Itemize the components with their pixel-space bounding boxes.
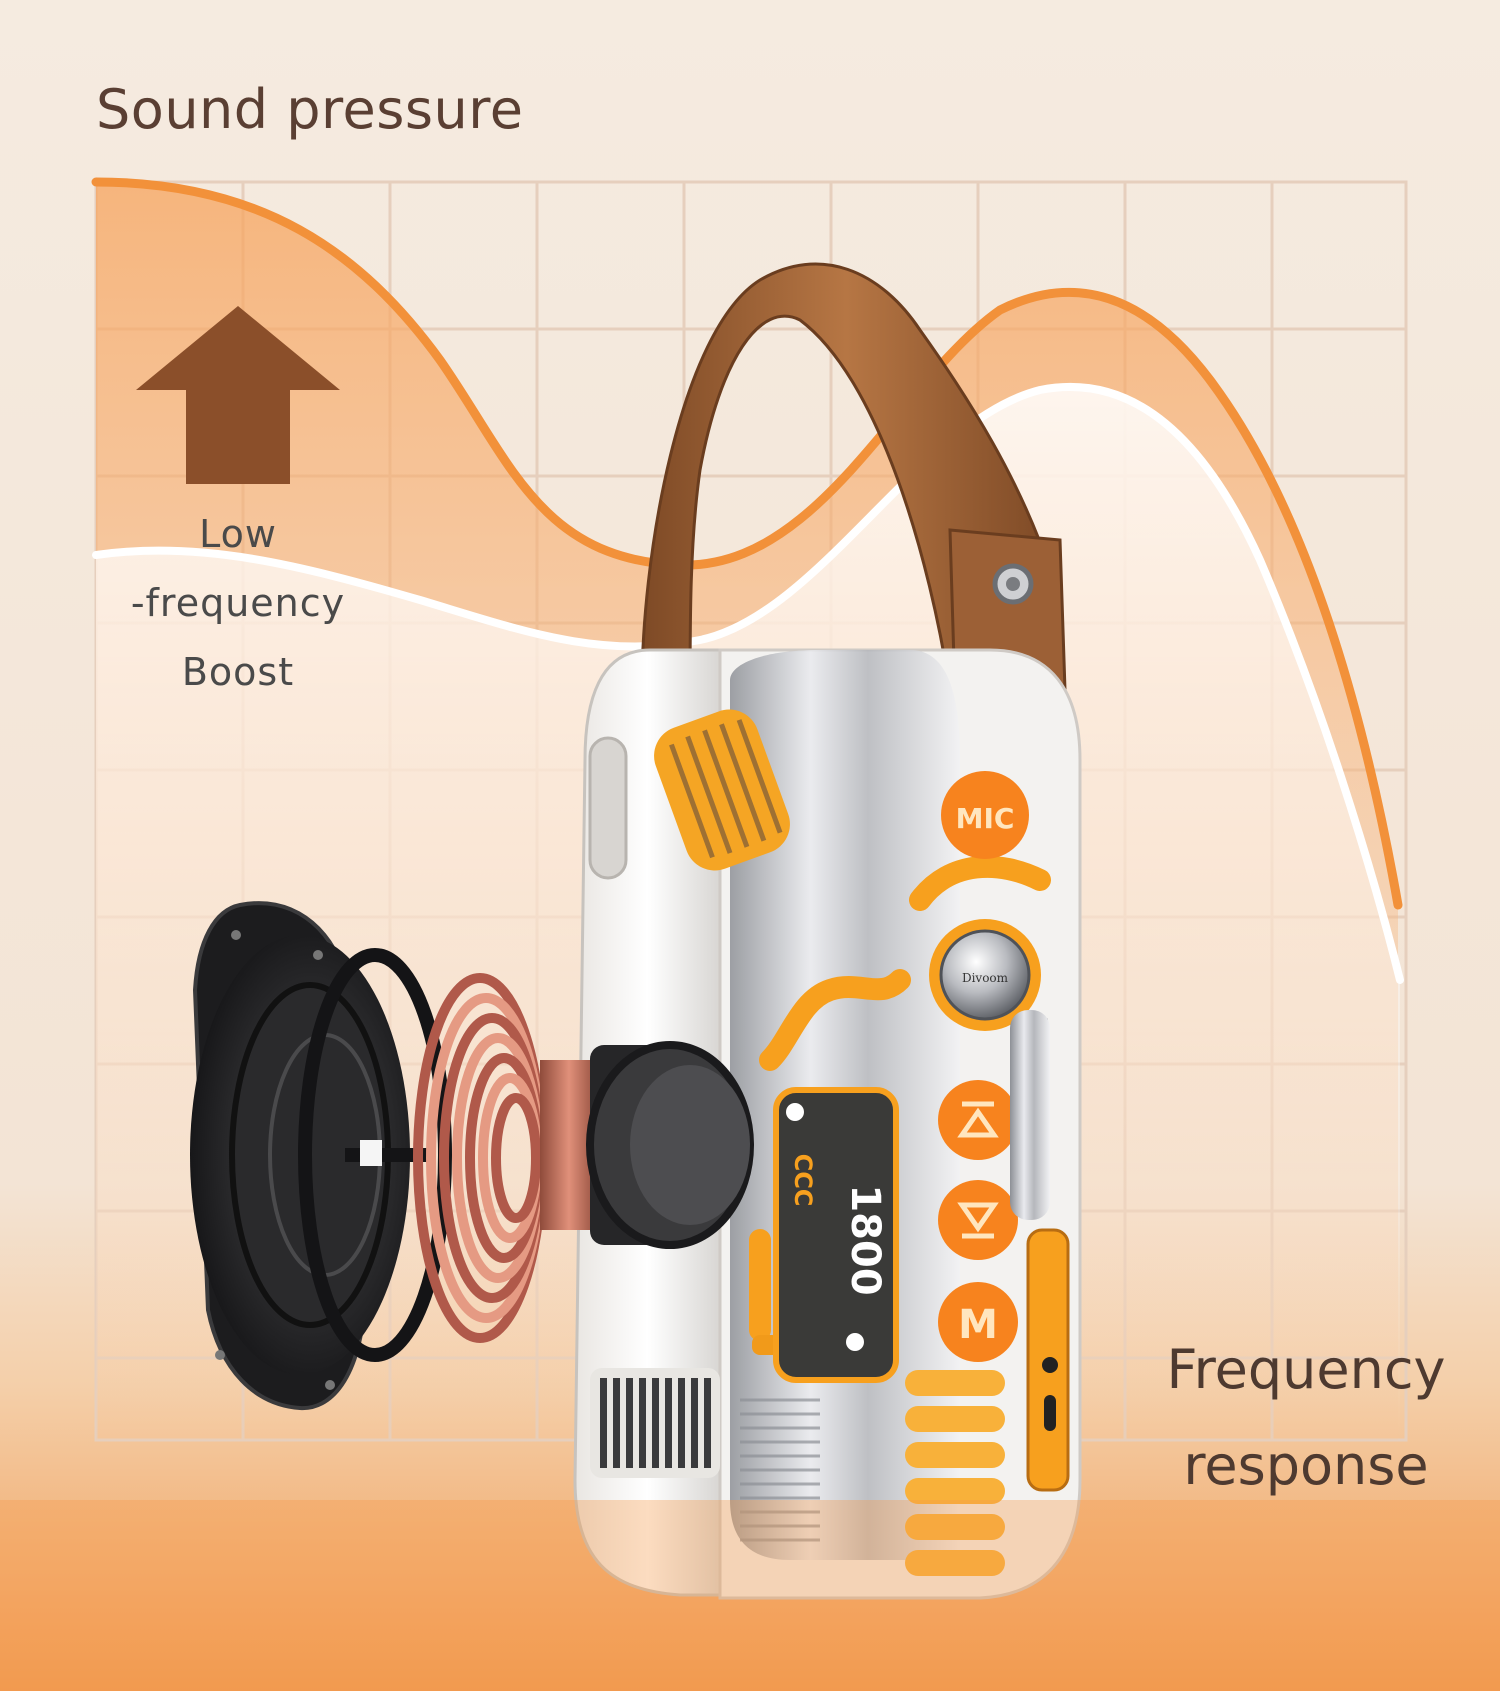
next-track-button[interactable]: [938, 1180, 1018, 1260]
orange-rib: [905, 1442, 1005, 1468]
vent-slot: [626, 1378, 633, 1468]
bottom-vent: [590, 1368, 720, 1478]
display-number: 1800: [842, 1184, 888, 1295]
boost-line-3: Boost: [181, 650, 295, 694]
mode-button[interactable]: M: [938, 1282, 1018, 1362]
boost-line-2: -frequency: [130, 581, 346, 625]
boost-line-1: Low: [199, 512, 277, 556]
side-vent: [588, 736, 628, 880]
next-track-icon: [957, 1202, 999, 1239]
vent-slot: [704, 1378, 711, 1468]
orange-rib: [905, 1370, 1005, 1396]
orange-rib: [905, 1478, 1005, 1504]
orange-rib: [905, 1550, 1005, 1576]
up-arrow-icon: [136, 306, 340, 484]
mic-button[interactable]: MIC: [941, 771, 1029, 859]
freq-line-2: response: [1183, 1434, 1429, 1497]
orange-rib: [905, 1406, 1005, 1432]
floor-reflection: [0, 1500, 1500, 1691]
vent-slot: [678, 1378, 685, 1468]
vent-slot: [639, 1378, 646, 1468]
vent-slot: [613, 1378, 620, 1468]
display-symbol: CCC: [789, 1154, 817, 1207]
side-column: [1010, 1010, 1070, 1492]
mic-button-label: MIC: [956, 802, 1015, 835]
vent-slot: [600, 1378, 607, 1468]
vent-slot: [665, 1378, 672, 1468]
mode-button-label: M: [958, 1302, 998, 1348]
orange-rib: [905, 1514, 1005, 1540]
volume-knob[interactable]: Divoom: [929, 919, 1041, 1031]
freq-line-1: Frequency: [1166, 1338, 1446, 1401]
display-panel: [773, 1087, 899, 1383]
top-grille: [654, 709, 790, 871]
coil-ring: [491, 1093, 541, 1223]
knob-brand: Divoom: [962, 971, 1009, 985]
prev-track-icon: [957, 1101, 999, 1138]
vent-slot: [652, 1378, 659, 1468]
low-frequency-boost-label: Low -frequency Boost: [118, 500, 358, 707]
orange-tubes: [749, 855, 1051, 1341]
vent-slot: [691, 1378, 698, 1468]
orange-ribs: [905, 1370, 1005, 1576]
orange-curve-line: [91, 177, 1403, 910]
driver-magnet: [540, 1041, 754, 1249]
chart-title: Sound pressure: [96, 78, 524, 141]
frequency-response-label: Frequency response: [1156, 1322, 1456, 1514]
prev-track-button[interactable]: [938, 1080, 1018, 1160]
